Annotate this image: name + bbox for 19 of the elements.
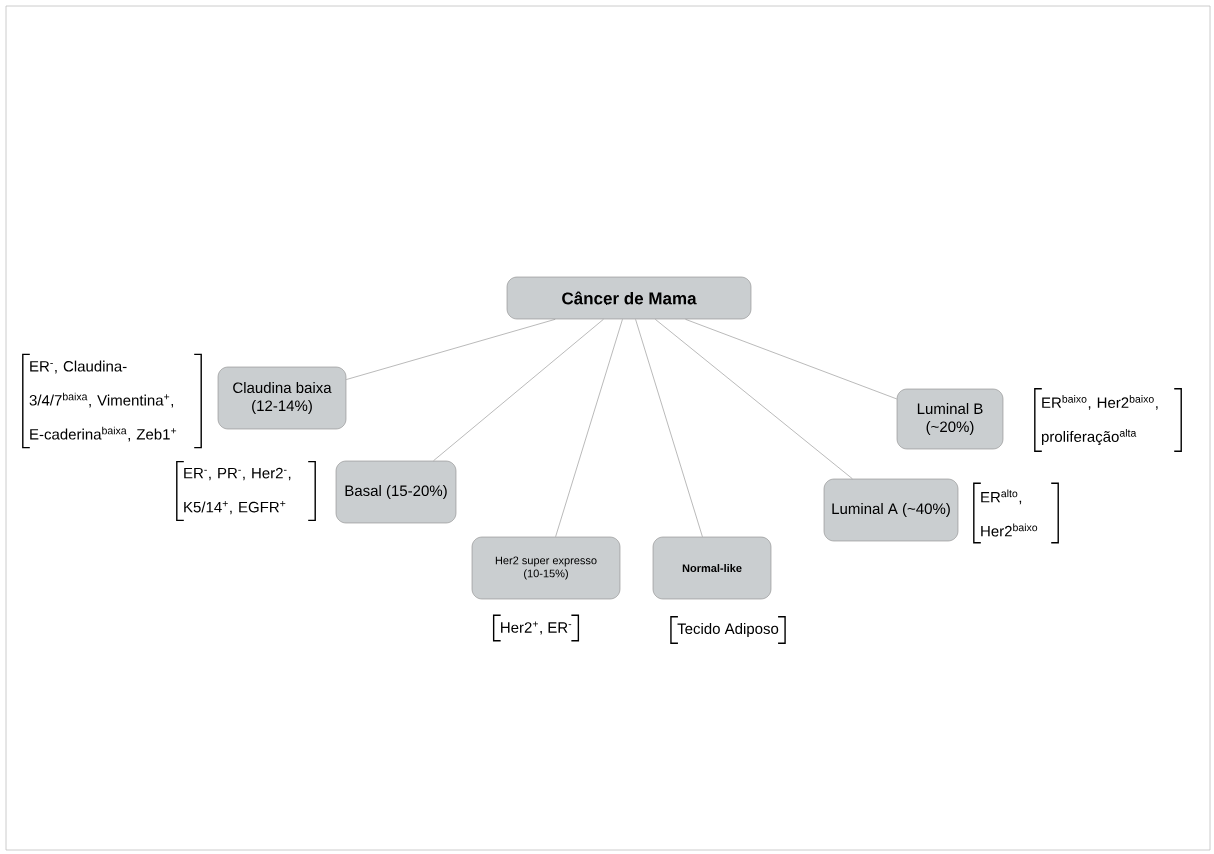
subtype-box: Luminal A (~40%)	[823, 478, 959, 542]
connector-line	[346, 319, 556, 380]
subtype-box: Basal (15-20%)	[335, 460, 457, 524]
connector-line	[635, 319, 703, 537]
bracketed-list: ER$^{-}$, Claudina-3/4/7$^{baixa}$, Vimentina$^{+}$, E-caderina$^{baixa}$, Zeb1$^{+}$	[22, 353, 202, 449]
root-box: Câncer de Mama	[506, 276, 752, 320]
bracketed-list: ER$^{alto}$, Her2$^{baixo}$	[973, 482, 1059, 544]
connector-line	[555, 319, 623, 537]
bracketed-list: ER$^{baixo}$, Her2$^{baixo}$, proliferação$^{alta}$	[1034, 388, 1182, 452]
subtype-box: Normal-like	[652, 536, 772, 600]
connector-line	[685, 319, 897, 400]
connector-line	[655, 319, 853, 479]
bracketed-list: Her2$^{+}$, ER$^{-}$	[492, 614, 580, 642]
subtype-box: Claudina baixa (12-14%)	[217, 366, 347, 430]
connector-line	[433, 319, 604, 461]
bracketed-list: ER$^{-}$, PR$^{-}$, Her2$^{-}$, K5/14$^{+}$, EGFR$^{+}$	[176, 460, 316, 522]
subtype-box: Her2 super expresso (10-15%)	[471, 536, 621, 600]
subtype-box: Luminal B (~20%)	[896, 388, 1004, 450]
bracketed-list: Tecido Adiposo	[670, 616, 786, 644]
